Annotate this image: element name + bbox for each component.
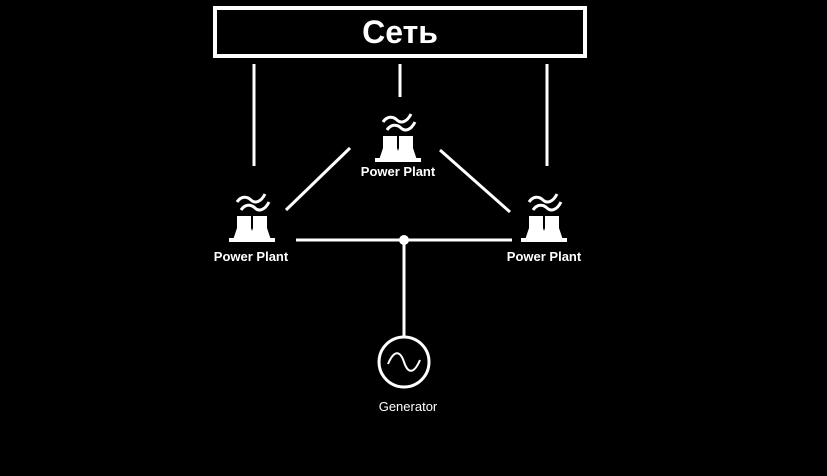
power-plant-icon — [521, 193, 567, 242]
plant-label-top: Power Plant — [360, 164, 436, 179]
grid-label: Сеть — [362, 14, 438, 50]
generator-label: Generator — [378, 399, 438, 414]
generator-icon — [377, 335, 431, 389]
plant-label-left: Power Plant — [213, 249, 289, 264]
power-plant-icon — [375, 113, 421, 162]
connector-top-left — [284, 146, 352, 212]
power-plant-icon — [229, 193, 275, 242]
connector-top-right — [439, 148, 511, 214]
grid-box — [213, 6, 587, 58]
plant-label-right: Power Plant — [506, 249, 582, 264]
